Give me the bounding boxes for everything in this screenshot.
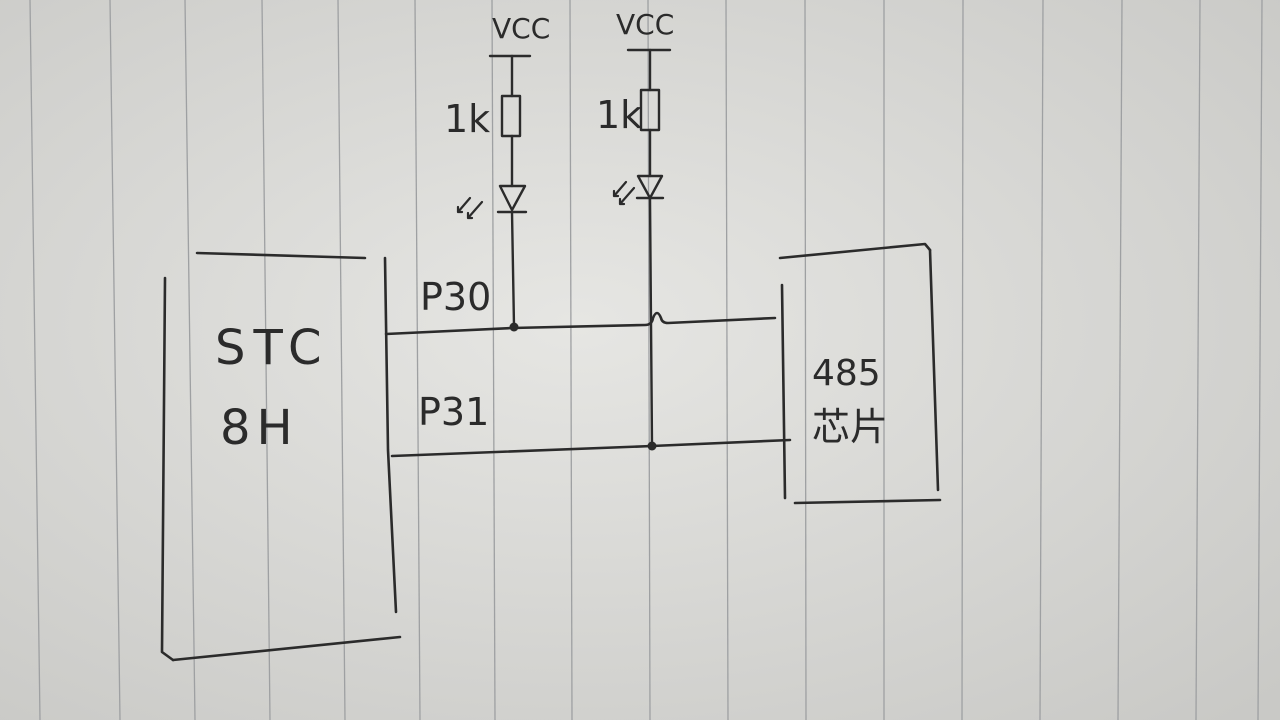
mcu-block: [160, 251, 402, 662]
mcu-label-line1: STC: [215, 320, 330, 376]
junction-p31: [647, 441, 657, 451]
transceiver-chip-block: [778, 242, 942, 505]
supply-label-right: VCC: [616, 8, 674, 41]
led-branch-left: [456, 54, 532, 332]
junction-p30: [509, 322, 519, 332]
ruled-lines: [29, 0, 1263, 720]
resistor-label-right: 1k: [596, 93, 642, 137]
pin-label-p30: P30: [420, 275, 491, 319]
resistor-label-left: 1k: [444, 97, 490, 141]
pin-label-p31: P31: [418, 390, 489, 434]
led-right: [636, 174, 664, 200]
supply-label-left: VCC: [492, 12, 550, 45]
mcu-label-line2: 8H: [220, 400, 299, 456]
wire-p30: [384, 311, 777, 336]
chip-label-line2: 芯片: [812, 405, 888, 449]
led-left: [498, 184, 527, 212]
chip-label-line1: 485: [812, 353, 881, 394]
led-branch-right: [612, 48, 672, 451]
